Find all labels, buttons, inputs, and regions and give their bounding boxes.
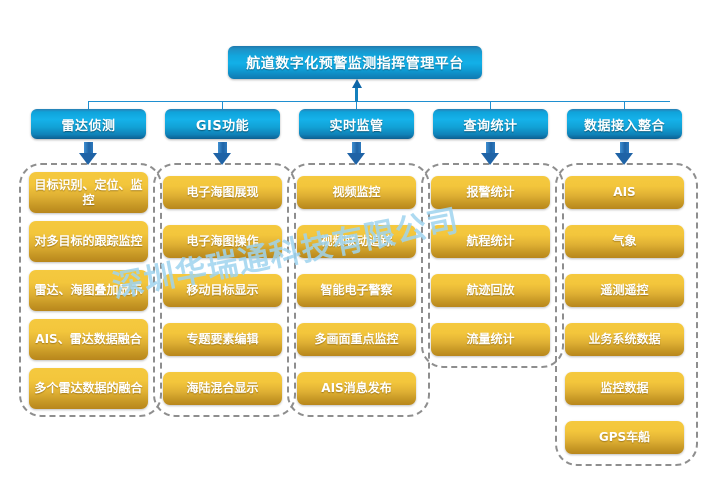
leaf-label-4-5: GPS车船	[598, 430, 651, 444]
leaf-label-4-3: 业务系统数据	[588, 332, 661, 346]
leaf-label-1-1: 电子海图操作	[186, 234, 259, 248]
leaf-label-4-1: 气象	[612, 234, 637, 248]
root-title-box: 航道数字化预警监测指挥管理平台	[228, 46, 482, 79]
leaf-label-0-1: 对多目标的跟踪监控	[34, 234, 143, 248]
header-label-2: 实时监管	[329, 118, 384, 134]
leaf-label-3-3: 流量统计	[466, 332, 515, 346]
leaf-box-1-3[interactable]: 专题要素编辑	[163, 323, 282, 356]
leaf-label-2-2: 智能电子警察	[320, 283, 393, 297]
leaf-label-2-3: 多画面重点监控	[314, 332, 399, 346]
header-label-0: 雷达侦测	[61, 118, 116, 134]
header-label-1: GIS功能	[195, 118, 250, 134]
leaf-box-4-5[interactable]: GPS车船	[565, 421, 684, 454]
leaf-box-1-4[interactable]: 海陆混合显示	[163, 372, 282, 405]
leaf-box-4-1[interactable]: 气象	[565, 225, 684, 258]
leaf-label-1-3: 专题要素编辑	[186, 332, 259, 346]
leaf-box-0-3[interactable]: AIS、雷达数据融合	[29, 319, 148, 360]
leaf-box-0-2[interactable]: 雷达、海图叠加显示	[29, 270, 148, 311]
leaf-box-4-0[interactable]: AIS	[565, 176, 684, 209]
leaf-label-1-4: 海陆混合显示	[186, 381, 259, 395]
leaf-label-0-4: 多个雷达数据的融合	[34, 381, 143, 395]
leaf-box-3-3[interactable]: 流量统计	[431, 323, 550, 356]
leaf-label-1-2: 移动目标显示	[186, 283, 259, 297]
leaf-label-2-0: 视频监控	[332, 185, 381, 199]
leaf-label-4-2: 遥测遥控	[600, 283, 649, 297]
leaf-label-0-3: AIS、雷达数据融合	[35, 332, 142, 346]
header-label-3: 查询统计	[463, 118, 518, 134]
leaf-label-3-1: 航程统计	[466, 234, 515, 248]
leaf-box-2-0[interactable]: 视频监控	[297, 176, 416, 209]
leaf-label-3-2: 航迹回放	[466, 283, 515, 297]
header-box-3[interactable]: 查询统计	[433, 109, 548, 139]
leaf-label-4-4: 监控数据	[600, 381, 649, 395]
leaf-label-0-2: 雷达、海图叠加显示	[34, 283, 143, 297]
leaf-label-0-0: 目标识别、定位、监控	[34, 177, 143, 207]
leaf-label-1-0: 电子海图展现	[186, 185, 259, 199]
page-title: 航道数字化预警监测指挥管理平台	[246, 55, 464, 72]
leaf-label-2-1: 视频联动追踪	[320, 234, 393, 248]
header-label-4: 数据接入整合	[583, 118, 665, 134]
leaf-box-4-4[interactable]: 监控数据	[565, 372, 684, 405]
leaf-box-1-0[interactable]: 电子海图展现	[163, 176, 282, 209]
leaf-box-0-4[interactable]: 多个雷达数据的融合	[29, 368, 148, 409]
bus-drop-1	[88, 101, 89, 110]
header-box-0[interactable]: 雷达侦测	[31, 109, 146, 139]
leaf-box-3-2[interactable]: 航迹回放	[431, 274, 550, 307]
leaf-box-2-4[interactable]: AIS消息发布	[297, 372, 416, 405]
leaf-box-2-1[interactable]: 视频联动追踪	[297, 225, 416, 258]
bus-drop-4	[490, 101, 491, 110]
header-box-1[interactable]: GIS功能	[165, 109, 280, 139]
leaf-box-0-1[interactable]: 对多目标的跟踪监控	[29, 221, 148, 262]
root-connector-stem	[355, 86, 358, 102]
bus-line	[88, 101, 670, 102]
leaf-label-2-4: AIS消息发布	[321, 381, 392, 395]
leaf-box-3-0[interactable]: 报警统计	[431, 176, 550, 209]
leaf-box-0-0[interactable]: 目标识别、定位、监控	[29, 172, 148, 213]
leaf-box-2-2[interactable]: 智能电子警察	[297, 274, 416, 307]
leaf-label-3-0: 报警统计	[466, 185, 515, 199]
leaf-box-4-3[interactable]: 业务系统数据	[565, 323, 684, 356]
bus-drop-5	[624, 101, 625, 110]
header-box-4[interactable]: 数据接入整合	[567, 109, 682, 139]
leaf-label-4-0: AIS	[613, 185, 636, 199]
root-up-arrow-icon	[352, 79, 362, 88]
leaf-box-3-1[interactable]: 航程统计	[431, 225, 550, 258]
leaf-box-2-3[interactable]: 多画面重点监控	[297, 323, 416, 356]
bus-drop-2	[222, 101, 223, 110]
leaf-box-1-2[interactable]: 移动目标显示	[163, 274, 282, 307]
header-box-2[interactable]: 实时监管	[299, 109, 414, 139]
leaf-box-1-1[interactable]: 电子海图操作	[163, 225, 282, 258]
leaf-box-4-2[interactable]: 遥测遥控	[565, 274, 684, 307]
